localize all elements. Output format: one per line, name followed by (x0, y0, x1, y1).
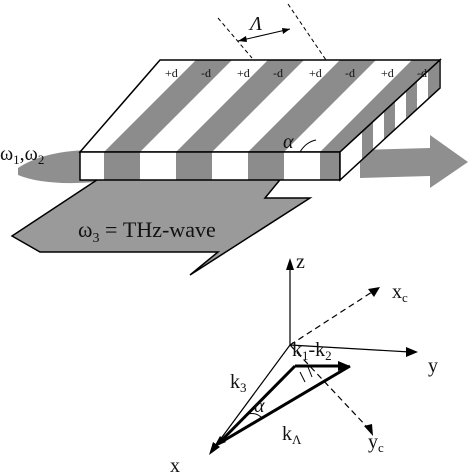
domain-labels: +d -d +d -d +d -d +d -d (165, 66, 427, 80)
triangle-angle-arc (247, 413, 263, 419)
input-frequency-label: ω1,ω2 (0, 143, 44, 167)
k1-minus-k2-label: k1-k2 (292, 339, 332, 363)
k3-vector (216, 364, 297, 446)
domain-label: +d (165, 66, 178, 80)
domain-stripe-side (406, 81, 417, 120)
x-axis-label: x (170, 455, 180, 474)
domain-stripe-side (362, 121, 373, 160)
yc-axis-label: yc (368, 431, 384, 455)
domain-stripe-front (464, 152, 474, 180)
domain-stripe (176, 60, 304, 152)
x-axis (213, 344, 291, 449)
domain-stripe (248, 60, 376, 152)
xc-axis (289, 291, 373, 346)
k3-label: k3 (230, 371, 247, 395)
output-beam-arrow (360, 135, 468, 188)
domain-label: +d (237, 66, 250, 80)
domain-label: -d (273, 66, 283, 80)
domain-stripe-side (384, 101, 395, 140)
k-lambda-vector (217, 364, 351, 446)
domain-stripe-front (104, 152, 140, 180)
period-arrow (237, 28, 291, 42)
domain-stripe (104, 60, 232, 152)
yc-axis (289, 344, 369, 429)
domain-label: -d (201, 66, 211, 80)
domain-stripe-front (176, 152, 212, 180)
crystal-front-stripes (104, 152, 474, 180)
input-beam (18, 150, 95, 184)
crystal-side-stripes (362, 61, 439, 160)
domain-label: +d (381, 66, 394, 80)
triangle-angle-label: α (254, 395, 265, 417)
xc-axis-label: xc (392, 281, 408, 305)
domain-stripe-front (320, 152, 340, 180)
domain-stripe-front (248, 152, 284, 180)
domain-label: -d (417, 66, 427, 80)
y-axis-label: y (428, 355, 438, 377)
period-dash-left (217, 17, 253, 59)
k-lambda-label: kΛ (282, 423, 302, 447)
domain-stripe (80, 60, 88, 152)
domain-label: +d (309, 66, 322, 80)
domain-label: -d (345, 66, 355, 80)
thz-wave-label: ω3 = THz-wave (78, 217, 216, 246)
crystal-angle-label: α (283, 131, 294, 153)
domain-stripe (464, 60, 474, 152)
crystal-angle-arc (299, 139, 317, 153)
domain-stripe-side (428, 61, 439, 100)
period-dash-right (287, 3, 327, 61)
period-label: Λ (248, 13, 262, 35)
y-axis (289, 344, 411, 353)
z-axis-label: z (296, 251, 305, 273)
